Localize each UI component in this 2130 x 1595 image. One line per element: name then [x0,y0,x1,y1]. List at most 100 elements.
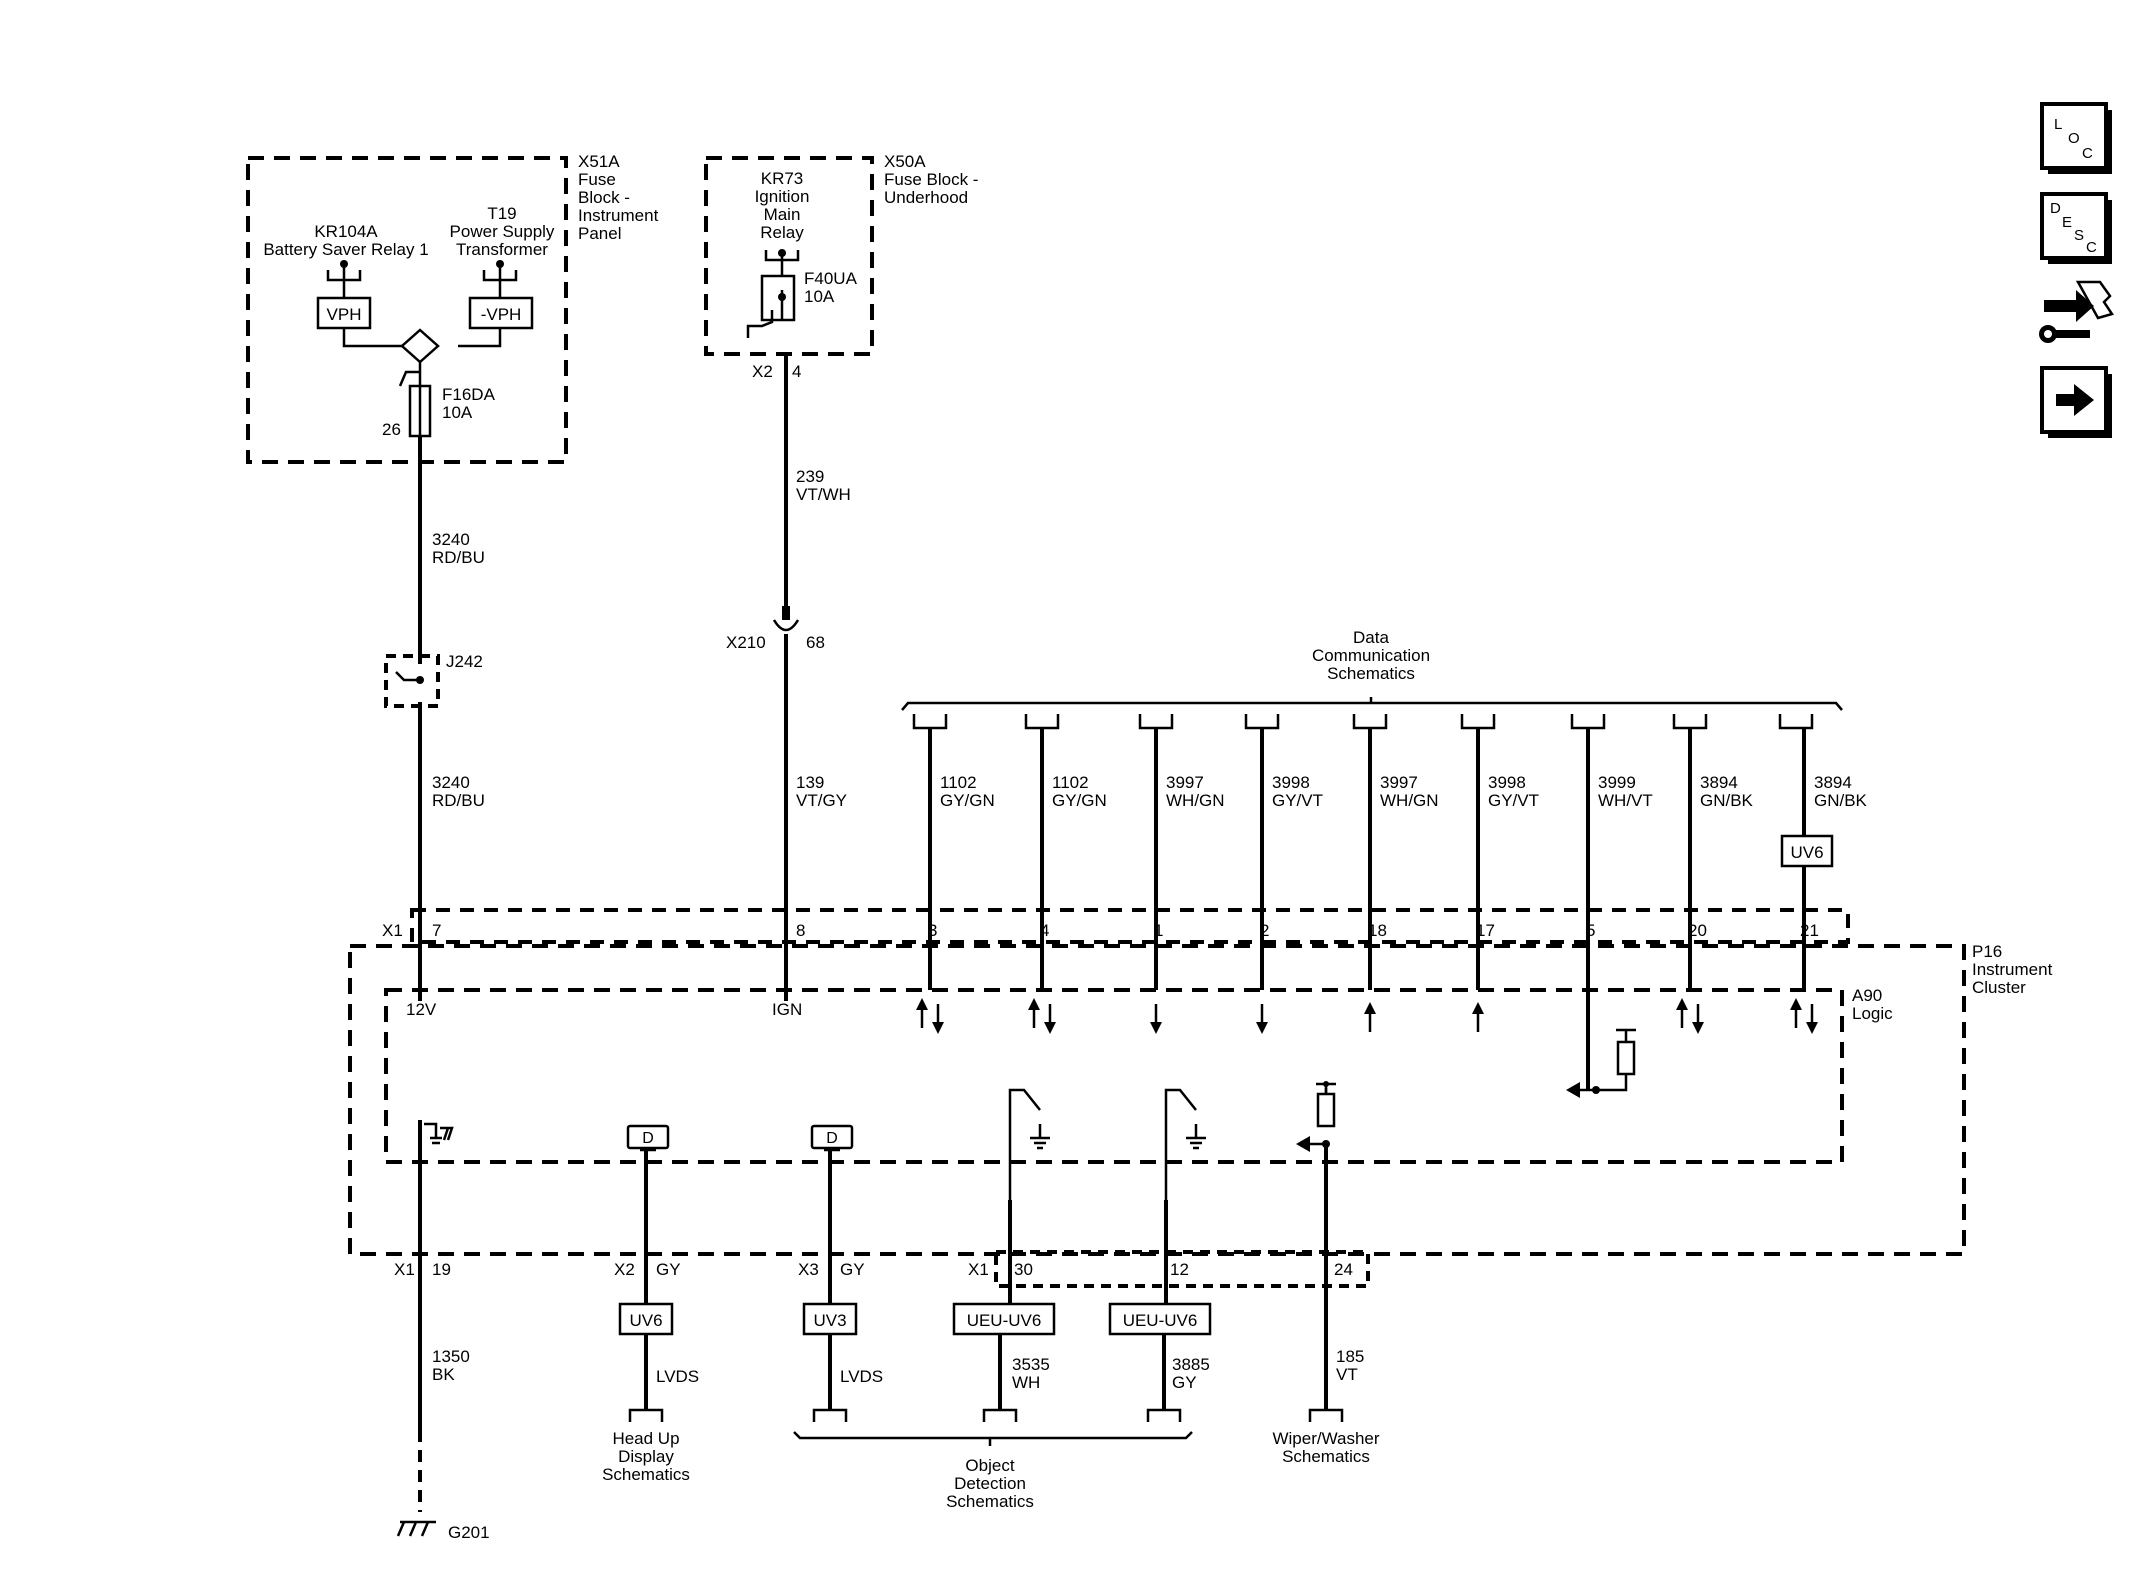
wiper-label-1: Wiper/Washer [1272,1429,1379,1448]
loc-letter-l: L [2054,116,2062,133]
data-comm-circuit-number: 3894 [1814,773,1852,792]
wire-3535-circuit: 3535 [1012,1355,1050,1374]
wire-3535-color: WH [1012,1373,1040,1392]
loc-letter-o: O [2068,130,2080,147]
obj-pin-b: 12 [1170,1260,1189,1279]
connector-wrench-icon[interactable] [2039,280,2114,343]
data-comm-group: Data Communication Schematics 1102GY/GN3… [901,628,1868,1090]
data-comm-label-3: Schematics [1327,664,1415,683]
inline-x210-pin: 68 [806,633,825,652]
fuse-block-ip-name-3: Instrument [578,206,659,225]
x3-signal: LVDS [840,1367,883,1386]
hud-badge: UV6 [629,1311,662,1330]
data-comm-pin: 20 [1688,921,1707,940]
relay-kr73-id: KR73 [761,169,804,188]
transformer-t19-id: T19 [487,204,516,223]
wire-185-color: VT [1336,1365,1358,1384]
splice-j242: J242 [384,652,483,708]
next-page-button[interactable] [2040,366,2112,438]
x3-display-letter: D [826,1130,838,1147]
obj-pin-a: 30 [1014,1260,1033,1279]
relay-kr73-name-3: Relay [760,223,804,242]
relay-kr73-name-1: Ignition [755,187,810,206]
hud-connector: X2 [614,1260,635,1279]
cluster-name-1: Instrument [1972,960,2053,979]
obj-label-1: Object [965,1456,1014,1475]
data-comm-pin: 5 [1586,921,1595,940]
relay-kr104a-name: Battery Saver Relay 1 [263,240,428,259]
wiper-pin: 24 [1334,1260,1353,1279]
fuse-block-ip-pin: 26 [382,420,401,439]
relay-kr73-name-2: Main [764,205,801,224]
fuse-f40ua-id: F40UA [804,269,858,288]
wire-3240-bottom-circuit: 3240 [432,773,470,792]
relay-kr104a-id: KR104A [314,222,378,241]
obj-connector: X1 [968,1260,989,1279]
logic-id: A90 [1852,986,1882,1005]
x3-color: GY [840,1260,865,1279]
splice-j242-id: J242 [446,652,483,671]
fuse-f16da-id: F16DA [442,385,496,404]
data-comm-circuit-color: GY/GN [1052,791,1107,810]
data-comm-pin: 21 [1800,921,1819,940]
data-comm-pin: 17 [1476,921,1495,940]
x3-circuit: UV3 X3 GY LVDS [798,1150,883,1422]
data-comm-circuit-color: WH/GN [1166,791,1225,810]
fuse-block-instrument-panel: X51A Fuse Block - Instrument Panel KR104… [246,152,659,464]
transformer-t19-name-2: Transformer [456,240,548,259]
data-comm-pin: 2 [1260,921,1269,940]
wire-3240-bottom-color: RD/BU [432,791,485,810]
x3-connector: X3 [798,1260,819,1279]
wire-3885-color: GY [1172,1373,1197,1392]
data-comm-circuit-color: WH/VT [1598,791,1653,810]
wiper-circuit: 24 185 VT Wiper/Washer Schematics [1272,1144,1380,1466]
x3-badge: UV3 [813,1311,846,1330]
data-comm-circuit-color: GN/BK [1814,791,1868,810]
data-comm-circuit-number: 3998 [1272,773,1310,792]
label-12v: 12V [406,1000,437,1019]
fuse-f40ua-rating: 10A [804,287,835,306]
obj-badge-b: UEU-UV6 [1123,1311,1198,1330]
data-comm-label-2: Communication [1312,646,1430,665]
wiper-label-2: Schematics [1282,1447,1370,1466]
vph-label: VPH [327,305,362,324]
fuse-block-uh-name-2: Underhood [884,188,968,207]
desc-button[interactable]: D E S C [2040,192,2112,264]
data-comm-circuit-color: WH/GN [1380,791,1439,810]
loc-letter-c: C [2082,145,2093,162]
data-comm-circuit-color: GY/GN [940,791,995,810]
data-comm-uv6-badge: UV6 [1790,843,1823,862]
desc-letter-c: C [2086,239,2097,256]
desc-letter-s: S [2074,227,2084,244]
fuse-block-ip-name-1: Fuse [578,170,616,189]
hud-label-2: Display [618,1447,674,1466]
obj-label-3: Schematics [946,1492,1034,1511]
fuse-block-uh-pin: 4 [792,362,801,381]
fuse-block-ip-name-4: Panel [578,224,621,243]
wire-239-circuit: 239 [796,467,824,486]
fuse-block-ip-name-2: Block - [578,188,630,207]
hud-label-3: Schematics [602,1465,690,1484]
loc-button[interactable]: L O C [2040,102,2112,174]
neg-vph-label: -VPH [481,305,522,324]
data-comm-circuit-color: GY/VT [1272,791,1323,810]
wire-239-139: 239 VT/WH X210 68 139 VT/GY [726,354,851,1001]
cluster-name-2: Cluster [1972,978,2026,997]
cluster-pin-ign: 8 [796,921,805,940]
fuse-block-uh-connector: X2 [752,362,773,381]
fuse-block-uh-id: X50A [884,152,926,171]
arrow-right-icon [2056,384,2094,416]
wire-1350-circuit: 1350 [432,1347,470,1366]
desc-letter-e: E [2062,214,2072,231]
transformer-t19-name-1: Power Supply [450,222,555,241]
data-comm-pin: 1 [1154,921,1163,940]
wire-1350-color: BK [432,1365,455,1384]
data-comm-circuit-number: 1102 [940,773,977,792]
